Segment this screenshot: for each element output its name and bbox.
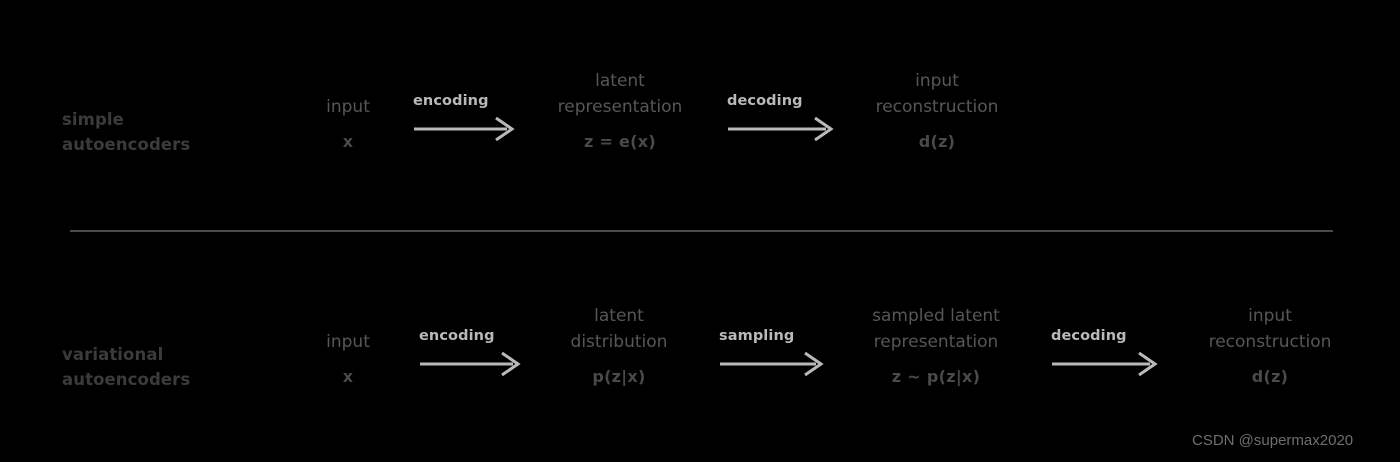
stage-title-latent-representation-top: latent representation [535, 68, 705, 120]
row-label-line2: autoencoders [62, 370, 191, 389]
arrow-label-decoding-top: decoding [727, 93, 803, 109]
stage-title-sampled-latent-representation-bottom: sampled latent representation [850, 303, 1022, 355]
row-label-line2: autoencoders [62, 135, 191, 154]
row-label-simple-autoencoders: simple autoencoders [62, 107, 190, 157]
stage-title-line2: reconstruction [1208, 332, 1332, 352]
arrow-label-sampling-bottom: sampling [719, 328, 795, 344]
stage-title-line1: input [326, 97, 370, 117]
watermark: CSDN @supermax2020 [1192, 432, 1354, 449]
stage-title-input-reconstruction-top: input reconstruction [852, 68, 1022, 120]
stage-formula-input-top: x [342, 132, 354, 151]
stage-latent-representation-top: latent representation z = e(x) [535, 68, 705, 151]
stage-input-reconstruction-top: input reconstruction d(z) [852, 68, 1022, 151]
stage-formula-input-bottom: x [342, 367, 354, 386]
stage-formula-input-reconstruction-bottom: d(z) [1251, 367, 1289, 386]
stage-title-input-bottom: input [288, 329, 408, 355]
row-label-variational-autoencoders: variational autoencoders [62, 342, 190, 392]
stage-formula-sampled-latent-representation-bottom: z ~ p(z|x) [891, 367, 981, 386]
row-label-line1: simple [62, 110, 124, 129]
arrow-right-icon [420, 351, 521, 376]
stage-title-line1: latent [594, 306, 644, 326]
stage-latent-distribution-bottom: latent distribution p(z|x) [540, 303, 698, 386]
stage-title-input-reconstruction-bottom: input reconstruction [1185, 303, 1355, 355]
stage-title-line2: distribution [570, 332, 668, 352]
stage-input-bottom: input x [288, 329, 408, 386]
stage-formula-latent-representation-top: z = e(x) [583, 132, 657, 151]
stage-input-reconstruction-bottom: input reconstruction d(z) [1185, 303, 1355, 386]
section-divider [70, 230, 1333, 232]
stage-title-line2: representation [557, 97, 683, 117]
stage-title-line2: reconstruction [875, 97, 999, 117]
stage-title-line2: representation [873, 332, 999, 352]
stage-input-top: input x [288, 94, 408, 151]
arrow-label-encoding-top: encoding [413, 93, 489, 109]
row-label-line1: variational [62, 345, 164, 364]
stage-title-line1: input [1248, 306, 1292, 326]
arrow-right-icon [720, 351, 824, 376]
stage-formula-latent-distribution-bottom: p(z|x) [592, 367, 646, 386]
arrow-right-icon [728, 116, 834, 141]
stage-sampled-latent-representation-bottom: sampled latent representation z ~ p(z|x) [850, 303, 1022, 386]
arrow-label-encoding-bottom: encoding [419, 328, 495, 344]
stage-title-latent-distribution-bottom: latent distribution [540, 303, 698, 355]
stage-title-line1: input [915, 71, 959, 91]
stage-title-input-top: input [288, 94, 408, 120]
arrow-right-icon [414, 116, 515, 141]
stage-title-line1: latent [595, 71, 645, 91]
stage-title-line1: input [326, 332, 370, 352]
arrow-right-icon [1052, 351, 1158, 376]
stage-formula-input-reconstruction-top: d(z) [918, 132, 956, 151]
arrow-label-decoding-bottom: decoding [1051, 328, 1127, 344]
stage-title-line1: sampled latent [872, 306, 1000, 326]
